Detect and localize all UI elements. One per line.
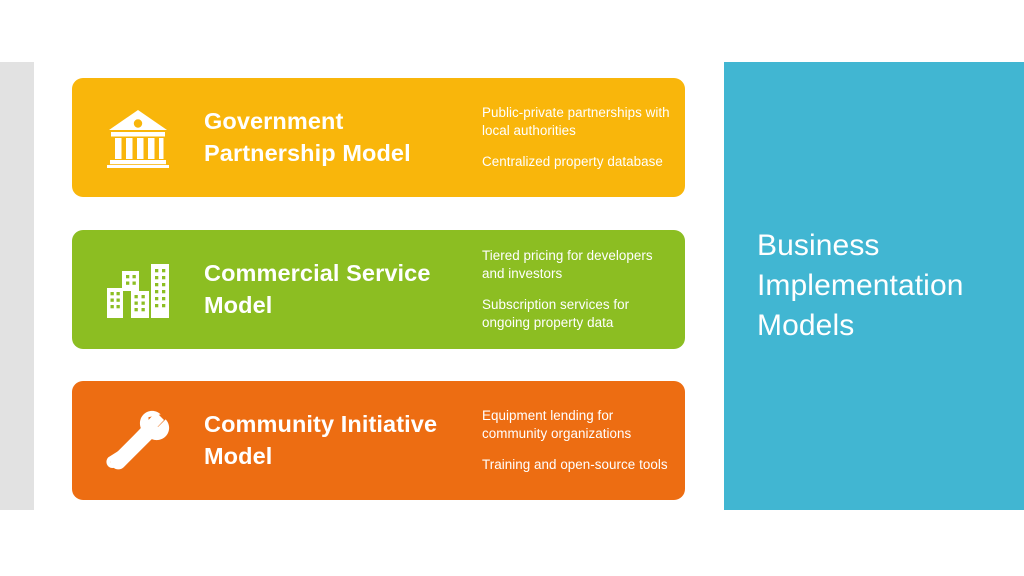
detail-item: Equipment lending for community organiza…	[482, 408, 632, 442]
title-panel: Business Implementation Models	[724, 62, 1024, 510]
detail-item: Training and open-source tools	[482, 456, 668, 472]
wrench-screwdriver-icon	[72, 381, 204, 500]
page-title: Business Implementation Models	[757, 228, 964, 343]
detail-item: Tiered pricing for developers and invest…	[482, 248, 653, 282]
model-headline: Commercial Service Model	[204, 260, 431, 318]
headline-cell-government: Government Partnership Model	[204, 106, 482, 169]
left-accent-strip	[0, 62, 34, 510]
detail-item: Subscription services for ongoing proper…	[482, 297, 630, 330]
model-row-commercial[interactable]: Commercial Service Model Tiered pricing …	[72, 230, 685, 349]
bank-building-icon	[72, 78, 204, 197]
detail-item: Centralized property database	[482, 153, 663, 169]
details-cell-commercial: Tiered pricing for developers and invest…	[482, 247, 685, 331]
detail-item: Public-private partnerships with local a…	[482, 105, 670, 139]
details-cell-community: Equipment lending for community organiza…	[482, 407, 685, 473]
model-row-community[interactable]: Community Initiative Model Equipment len…	[72, 381, 685, 500]
city-buildings-icon	[72, 230, 204, 349]
model-row-government[interactable]: Government Partnership Model Public-priv…	[72, 78, 685, 197]
headline-cell-commercial: Commercial Service Model	[204, 258, 482, 321]
model-headline: Community Initiative Model	[204, 411, 438, 469]
model-headline: Government Partnership Model	[204, 108, 411, 166]
headline-cell-community: Community Initiative Model	[204, 409, 482, 472]
details-cell-government: Public-private partnerships with local a…	[482, 104, 685, 170]
